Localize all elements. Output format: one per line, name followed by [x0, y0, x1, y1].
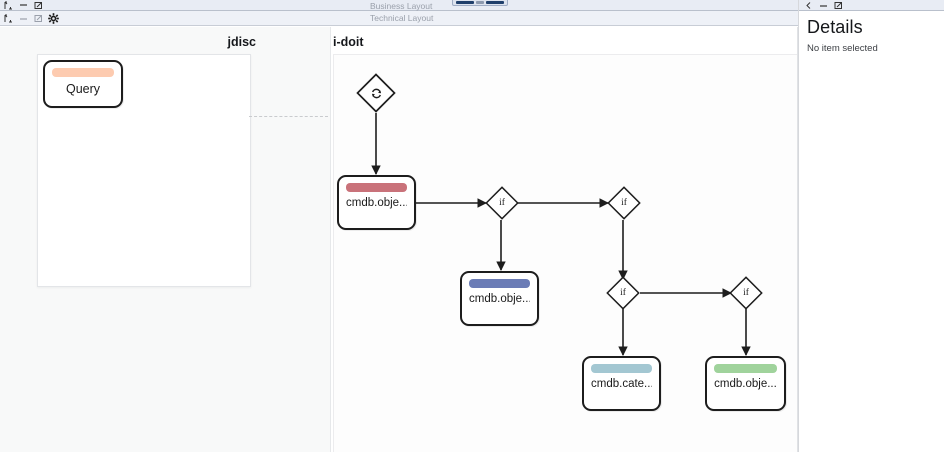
gateway-if-4-label: if — [743, 288, 749, 298]
diagram-canvas[interactable]: jdisc Query i-doit — [0, 27, 798, 452]
diamond-shape — [485, 186, 519, 220]
popout-icon[interactable] — [833, 0, 844, 11]
node-cmdb-object-1-color-bar — [346, 183, 407, 192]
minimize-icon[interactable] — [818, 0, 829, 11]
gateway-if-3-label: if — [620, 288, 626, 298]
resize-handle-icon[interactable] — [3, 0, 14, 11]
node-query-label: Query — [65, 82, 101, 96]
gear-icon[interactable] — [48, 12, 59, 24]
layout-mode-switcher: Business Layout Technical Layout — [370, 0, 570, 26]
node-cmdb-category-1-color-bar — [591, 364, 652, 373]
details-panel-toolbar — [799, 0, 944, 11]
node-cmdb-object-2-label: cmdb.obje... — [469, 293, 530, 305]
layout-mode-business[interactable]: Business Layout — [370, 1, 433, 11]
gateway-if-2-label: if — [621, 198, 627, 208]
chevron-left-icon[interactable] — [803, 0, 814, 11]
node-cmdb-object-1[interactable]: cmdb.obje... — [337, 175, 416, 230]
widget-segment — [476, 1, 484, 4]
diamond-shape — [607, 186, 641, 220]
widget-segment — [456, 1, 474, 4]
swimlane-idoit[interactable]: i-doit — [330, 27, 798, 452]
minimize-icon[interactable] — [18, 13, 29, 24]
gateway-loop[interactable] — [356, 73, 396, 113]
lane-connector-dashed — [249, 116, 328, 117]
swimlane-jdisc-title: jdisc — [227, 35, 257, 49]
diamond-shape — [606, 276, 640, 310]
swimlane-idoit-body[interactable]: cmdb.obje... if if — [333, 54, 797, 452]
gateway-if-1[interactable]: if — [485, 186, 519, 220]
node-cmdb-object-3-label: cmdb.obje... — [714, 378, 777, 390]
swimlane-jdisc[interactable]: jdisc Query — [0, 27, 330, 452]
gateway-if-2[interactable]: if — [607, 186, 641, 220]
swimlane-jdisc-body[interactable]: Query — [37, 54, 251, 287]
diamond-shape — [356, 73, 396, 113]
popout-icon[interactable] — [33, 0, 44, 11]
node-cmdb-category-1[interactable]: cmdb.cate... — [582, 356, 661, 411]
gateway-if-4[interactable]: if — [729, 276, 763, 310]
node-cmdb-object-1-label: cmdb.obje... — [346, 197, 407, 209]
node-cmdb-object-2[interactable]: cmdb.obje... — [460, 271, 539, 326]
window-controls-secondary — [0, 11, 59, 25]
window-controls-primary — [0, 0, 44, 10]
gateway-if-1-label: if — [499, 198, 505, 208]
window-toolbar-secondary — [0, 11, 944, 26]
resize-handle-icon[interactable] — [3, 13, 14, 24]
node-query[interactable]: Query — [43, 60, 123, 108]
loop-icon — [368, 85, 385, 102]
minimize-icon[interactable] — [18, 0, 29, 11]
details-panel: Details No item selected — [798, 0, 944, 452]
swimlane-idoit-title: i-doit — [333, 35, 364, 49]
popout-icon[interactable] — [33, 13, 44, 24]
node-cmdb-object-3-color-bar — [714, 364, 777, 373]
node-cmdb-category-1-label: cmdb.cate... — [591, 378, 652, 390]
details-panel-title: Details — [807, 17, 863, 37]
clipped-overlay-widget — [452, 0, 508, 6]
node-query-color-bar — [52, 68, 114, 77]
gateway-if-3[interactable]: if — [606, 276, 640, 310]
node-cmdb-object-2-color-bar — [469, 279, 530, 288]
widget-segment — [486, 1, 504, 4]
diamond-shape — [729, 276, 763, 310]
details-panel-empty-state: No item selected — [807, 43, 878, 54]
layout-mode-technical[interactable]: Technical Layout — [370, 13, 434, 23]
node-cmdb-object-3[interactable]: cmdb.obje... — [705, 356, 786, 411]
